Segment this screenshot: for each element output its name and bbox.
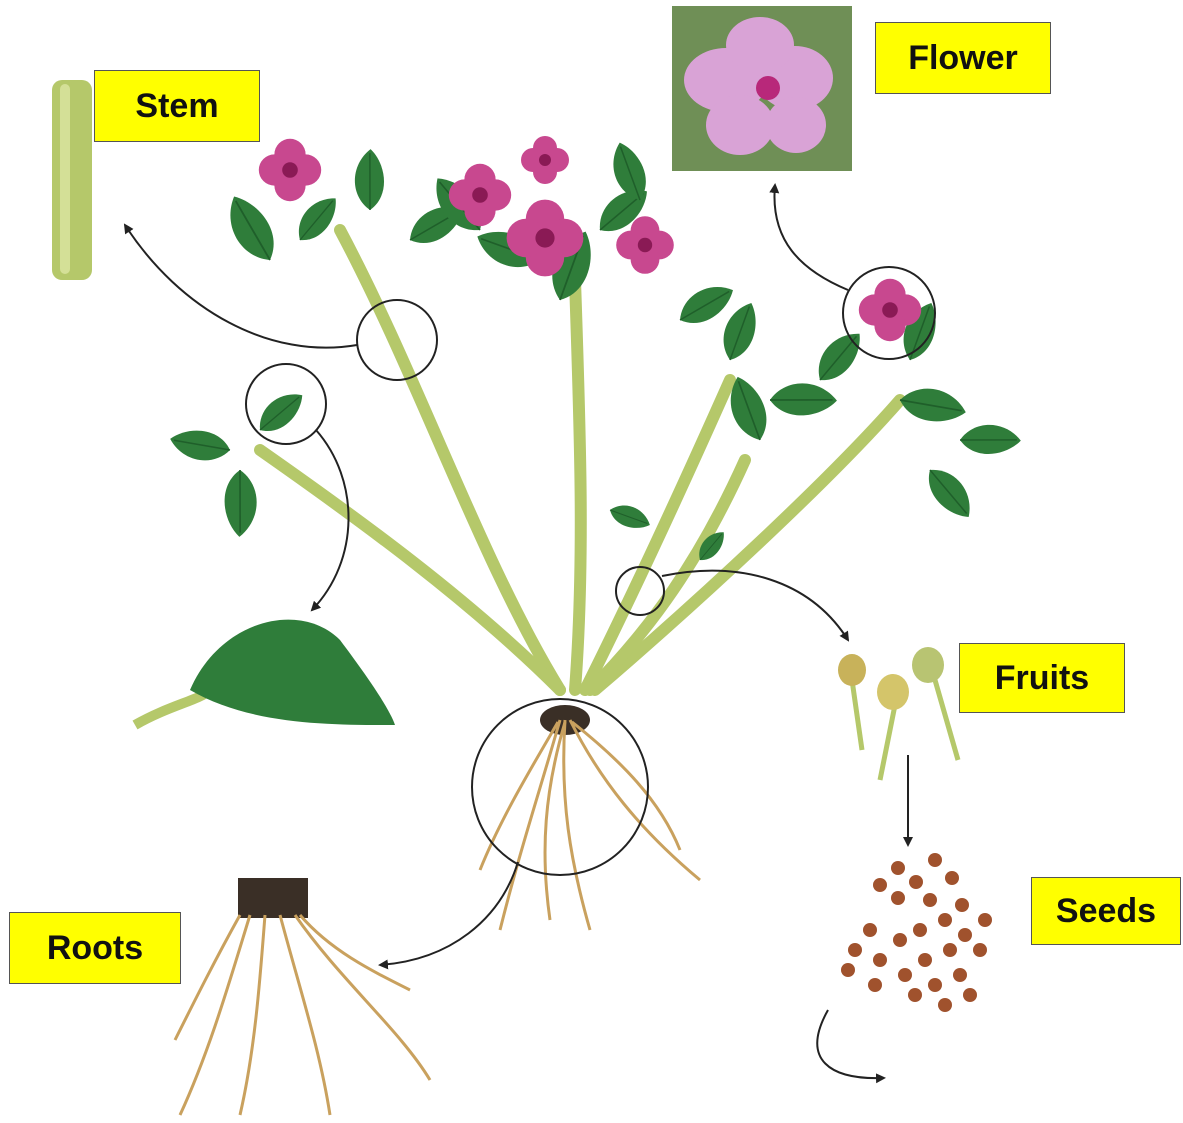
plant-leaves — [167, 139, 1023, 564]
flower-arrow — [774, 185, 848, 290]
root-arrow — [380, 862, 518, 965]
seeds-label: Seeds — [1031, 877, 1181, 945]
seeds-detail — [841, 853, 992, 1012]
flower-label: Flower — [875, 22, 1051, 94]
leaf-detail — [135, 620, 395, 725]
flower-detail — [672, 6, 852, 171]
plant-roots — [480, 705, 700, 930]
roots-label: Roots — [9, 912, 181, 984]
leaf-arrow — [312, 430, 349, 610]
seed-cycle-arrow — [817, 1010, 884, 1078]
stem-label: Stem — [94, 70, 260, 142]
stem-detail — [52, 80, 92, 280]
root-detail — [175, 878, 430, 1115]
main-plant — [260, 230, 900, 690]
fruits-label: Fruits — [959, 643, 1125, 713]
fruits-detail — [838, 647, 958, 780]
